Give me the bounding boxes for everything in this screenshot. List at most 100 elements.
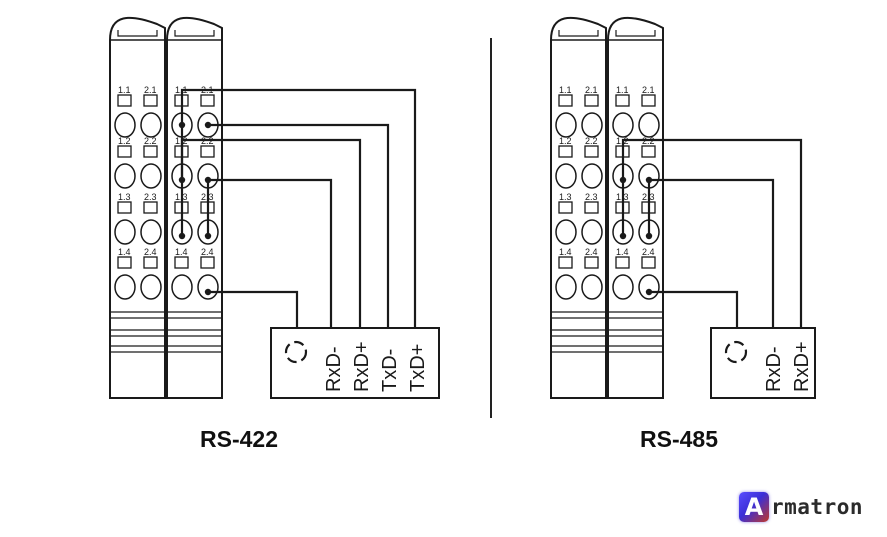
terminal-screw-hole: [140, 163, 162, 189]
terminal-marker-box: [641, 94, 656, 107]
terminal-screw-hole: [581, 112, 603, 138]
terminal-label: 1.3: [559, 192, 572, 202]
wire-junction-dot: [178, 121, 186, 129]
terminal-screw-hole: [581, 163, 603, 189]
terminal-marker-box: [200, 145, 215, 158]
terminal-marker-box: [143, 145, 158, 158]
terminal-marker-box: [143, 201, 158, 214]
terminal-screw-hole: [140, 274, 162, 300]
terminal-screw-hole: [555, 274, 577, 300]
terminal-label: 2.4: [201, 247, 214, 257]
terminal-marker-box: [174, 256, 189, 269]
terminal-screw-hole: [555, 219, 577, 245]
terminal-screw-hole: [555, 163, 577, 189]
terminal-screw-hole: [555, 112, 577, 138]
terminal-label: 2.3: [144, 192, 157, 202]
terminal-marker-box: [641, 256, 656, 269]
connector-housing: [270, 327, 440, 399]
wire-junction-dot: [645, 232, 653, 240]
terminal-screw-hole: [581, 274, 603, 300]
terminal-screw-hole: [612, 112, 634, 138]
brand-initial: A: [744, 493, 764, 521]
terminal-marker-box: [584, 145, 599, 158]
wire-junction-dot: [178, 232, 186, 240]
brand-name: rmatron: [771, 495, 864, 519]
terminal-screw-hole: [114, 163, 136, 189]
pin-label: RxD-: [763, 346, 785, 392]
terminal-screw-hole: [638, 274, 660, 300]
wire-junction-dot: [619, 176, 627, 184]
wire-junction-dot: [619, 232, 627, 240]
pin-label: RxD+: [351, 341, 373, 392]
terminal-screw-hole: [197, 274, 219, 300]
wire-junction-dot: [204, 176, 212, 184]
terminal-marker-box: [558, 256, 573, 269]
block-marker: [174, 30, 215, 37]
terminal-marker-box: [117, 145, 132, 158]
terminal-marker-box: [615, 94, 630, 107]
terminal-label: 1.1: [616, 85, 629, 95]
wire-junction-dot: [204, 232, 212, 240]
terminal-screw-hole: [638, 112, 660, 138]
terminal-screw-hole: [114, 274, 136, 300]
terminal-screw-hole: [612, 274, 634, 300]
wire-junction-dot: [204, 121, 212, 129]
terminal-marker-box: [200, 256, 215, 269]
terminal-label: 2.1: [642, 85, 655, 95]
caption-rs485: RS-485: [640, 426, 718, 452]
wire-shield: [208, 290, 299, 328]
pin-label: TxD-: [379, 349, 401, 392]
pin-label: RxD+: [791, 341, 813, 392]
terminal-marker-box: [584, 94, 599, 107]
terminal-screw-hole: [171, 274, 193, 300]
terminal-marker-box: [584, 256, 599, 269]
terminal-label: 1.4: [616, 247, 629, 257]
wire-txd-plus: [180, 88, 417, 328]
terminal-label: 1.2: [559, 136, 572, 146]
wire-rxd-minus: [208, 178, 333, 328]
terminal-label: 2.3: [585, 192, 598, 202]
terminal-label: 1.4: [118, 247, 131, 257]
terminal-marker-box: [558, 145, 573, 158]
wire-junction-dot: [204, 288, 212, 296]
terminal-label: 1.4: [559, 247, 572, 257]
pin-label: TxD+: [407, 344, 429, 392]
terminal-screw-hole: [114, 219, 136, 245]
wire-txd-minus: [208, 123, 390, 328]
terminal-label: 2.4: [144, 247, 157, 257]
wire-rxd-minus: [649, 178, 775, 328]
terminal-label: 2.1: [585, 85, 598, 95]
block-marker: [558, 30, 599, 37]
terminal-marker-box: [117, 201, 132, 214]
terminal-label: 2.2: [144, 136, 157, 146]
caption-rs422: RS-422: [200, 426, 278, 452]
terminal-marker-box: [117, 94, 132, 107]
terminal-label: 2.1: [144, 85, 157, 95]
terminal-label: 1.4: [175, 247, 188, 257]
connector-housing: [710, 327, 816, 399]
terminal-marker-box: [558, 201, 573, 214]
terminal-label: 2.2: [585, 136, 598, 146]
terminal-marker-box: [615, 256, 630, 269]
brand-logo: A rmatron: [739, 488, 863, 526]
terminal-marker-box: [117, 256, 132, 269]
terminal-label: 1.1: [118, 85, 131, 95]
terminal-marker-box: [143, 94, 158, 107]
terminal-marker-box: [558, 94, 573, 107]
wire-junction-dot: [178, 176, 186, 184]
terminal-screw-hole: [140, 112, 162, 138]
block-marker: [117, 30, 158, 37]
terminal-marker-box: [641, 145, 656, 158]
wire-junction-dot: [645, 176, 653, 184]
shield-ring-icon: [284, 340, 308, 364]
terminal-marker-box: [143, 256, 158, 269]
wire-shield: [649, 290, 739, 328]
terminal-marker-box: [584, 201, 599, 214]
shield-ring-icon: [724, 340, 748, 364]
terminal-label: 2.4: [642, 247, 655, 257]
terminal-marker-box: [200, 94, 215, 107]
terminal-screw-hole: [140, 219, 162, 245]
